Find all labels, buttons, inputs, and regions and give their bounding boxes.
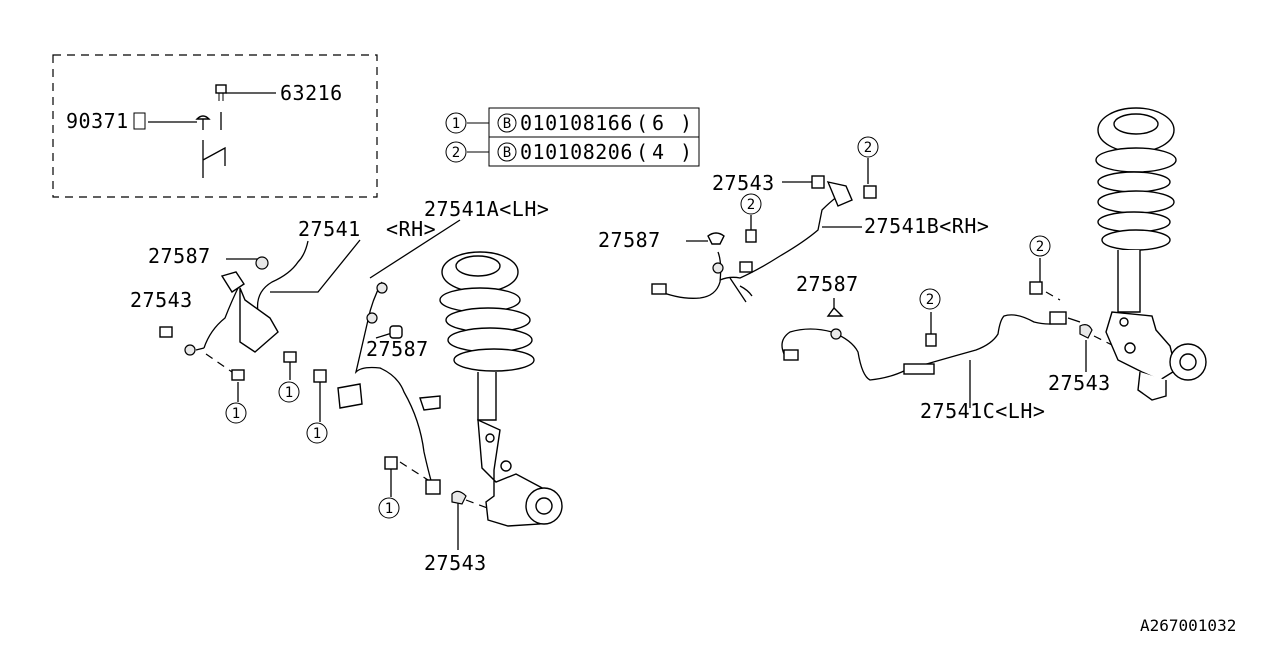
svg-text:2: 2 <box>1036 239 1044 255</box>
legend-marker-2 <box>445 141 467 163</box>
bolt-icon <box>159 326 173 338</box>
bolt-icon <box>863 185 877 199</box>
clip-icon <box>707 232 725 245</box>
bolt-icon <box>384 456 398 470</box>
label-front-rh: <RH> <box>386 217 436 241</box>
marker-1-icon <box>278 381 300 403</box>
bolt-icon <box>283 351 297 363</box>
legend-part-1: 010108166 <box>520 111 633 135</box>
svg-text:2: 2 <box>864 140 872 156</box>
svg-text:(: ( <box>636 111 649 135</box>
legend-qty-2: 4 <box>652 140 665 164</box>
bolt-icon <box>811 175 825 189</box>
clip-icon <box>148 115 226 178</box>
svg-text:2: 2 <box>926 292 934 308</box>
inset-part-b-label: 63216 <box>280 81 343 105</box>
svg-text:1: 1 <box>452 116 460 132</box>
svg-text:): ) <box>680 111 693 135</box>
svg-text:(: ( <box>636 140 649 164</box>
svg-text:1: 1 <box>313 426 321 442</box>
bolt-icon <box>1079 324 1093 339</box>
clip-icon <box>389 325 403 339</box>
sensor-head-icon <box>184 344 196 356</box>
svg-text:B: B <box>503 145 511 161</box>
marker-2-icon <box>919 288 941 310</box>
marker-2-icon <box>1029 235 1051 257</box>
label-27587-b: 27587 <box>366 337 429 361</box>
sensor-head-icon <box>1049 311 1067 325</box>
grommet-icon <box>830 328 842 340</box>
marker-1-icon <box>378 497 400 519</box>
grommet-icon <box>255 256 269 270</box>
front-sensor-assembly: 27541 <RH> 27541A<LH> 27587 27543 27587 … <box>130 197 549 575</box>
grommet-icon <box>712 262 724 274</box>
grommet-icon <box>366 312 378 324</box>
svg-text:2: 2 <box>452 145 460 161</box>
svg-text:2: 2 <box>747 197 755 213</box>
svg-text:1: 1 <box>385 501 393 517</box>
legend-marker-1 <box>445 112 467 134</box>
legend-qty-1: 6 <box>652 111 665 135</box>
rear-sensor-assembly: 27543 27541B<RH> 27587 27587 27543 27541… <box>598 136 1127 423</box>
label-27541: 27541 <box>298 217 361 241</box>
label-27541b-rh: 27541B<RH> <box>864 214 989 238</box>
rear-strut-assembly <box>1095 107 1207 401</box>
bolt-type-icon <box>497 113 517 133</box>
label-27543-c: 27543 <box>712 171 775 195</box>
svg-text:B: B <box>503 116 511 132</box>
bolt-icon <box>451 490 467 505</box>
label-27543-b: 27543 <box>424 551 487 575</box>
marker-2-icon <box>740 193 762 215</box>
label-27541a-lh: 27541A<LH> <box>424 197 549 221</box>
front-strut-assembly <box>439 251 563 527</box>
marker-2-icon <box>857 136 879 158</box>
svg-text:1: 1 <box>232 406 240 422</box>
svg-text:1: 1 <box>285 385 293 401</box>
sensor-head-icon <box>425 479 441 495</box>
marker-1-icon <box>225 402 247 424</box>
label-27541c-lh: 27541C<LH> <box>920 399 1045 423</box>
bolt-icon <box>925 333 937 347</box>
svg-text:): ) <box>680 140 693 164</box>
bolt-type-icon <box>497 142 517 162</box>
bolt-legend: 1 B 010108166 ( 6 ) 2 B 010108206 ( 4 ) <box>445 107 700 167</box>
square-marker-icon <box>133 112 146 130</box>
legend-part-2: 010108206 <box>520 140 633 164</box>
label-27543-a: 27543 <box>130 288 193 312</box>
label-27587-a: 27587 <box>148 244 211 268</box>
label-27587-d: 27587 <box>796 272 859 296</box>
connector-icon <box>651 283 667 295</box>
bolt-icon <box>313 369 327 383</box>
clip-icon <box>826 306 844 317</box>
label-27587-c: 27587 <box>598 228 661 252</box>
marker-1-icon <box>306 422 328 444</box>
inset-part-a-label: 90371 <box>66 109 129 133</box>
connector-icon <box>783 349 799 361</box>
bolt-icon <box>745 229 757 243</box>
inset-box: 63216 90371 <box>52 54 378 198</box>
bolt-icon <box>1029 281 1043 295</box>
clip-icon <box>215 84 276 130</box>
bolt-icon <box>231 369 245 381</box>
grommet-icon <box>376 282 388 294</box>
diagram-id: A267001032 <box>1140 616 1236 635</box>
label-27543-d: 27543 <box>1048 371 1111 395</box>
